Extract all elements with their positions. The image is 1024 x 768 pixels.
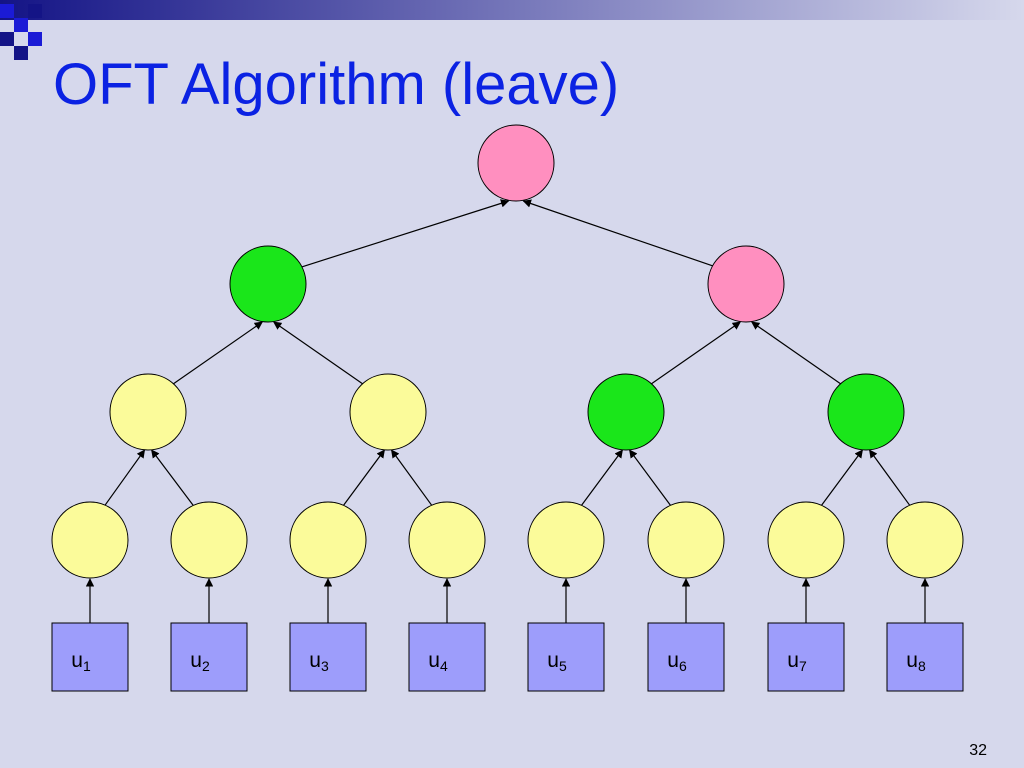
- user-label: u4: [428, 649, 448, 674]
- user-label: u7: [787, 649, 807, 674]
- user-box: [408, 622, 486, 692]
- user-box: [51, 622, 129, 692]
- tree-edge: [522, 199, 716, 268]
- user-box: [886, 622, 964, 692]
- tree-edge: [151, 449, 195, 507]
- user-label: u3: [309, 649, 329, 674]
- tree-node: [767, 501, 845, 579]
- tree-node: [170, 501, 248, 579]
- tree-edge: [820, 449, 863, 507]
- slide-number: 32: [969, 742, 987, 759]
- user-label: u1: [71, 649, 91, 674]
- tree-node: [109, 373, 187, 451]
- tree-node: [647, 501, 725, 579]
- tree-edge: [629, 449, 672, 507]
- user-box: [647, 622, 725, 692]
- tree-node: [229, 245, 307, 323]
- tree-edge: [649, 321, 741, 386]
- tree-edge: [103, 449, 146, 507]
- tree-edge: [171, 321, 263, 386]
- user-label: u5: [547, 649, 567, 674]
- decorative-squares-icon: [0, 4, 42, 60]
- tree-node: [827, 373, 905, 451]
- root-node: [477, 124, 555, 202]
- tree-node: [51, 501, 129, 579]
- tree-edge: [273, 321, 365, 386]
- slide-title: OFT Algorithm (leave): [53, 52, 620, 117]
- user-box: [289, 622, 367, 692]
- user-boxes: u1 u2 u3 u4 u5 u6 u7 u8: [51, 578, 964, 692]
- tree-node: [349, 373, 427, 451]
- user-label: u6: [667, 649, 687, 674]
- user-label: u2: [190, 649, 210, 674]
- user-box: [170, 622, 248, 692]
- tree-node: [408, 501, 486, 579]
- user-box: [767, 622, 845, 692]
- tree-edge: [299, 199, 510, 269]
- tree-edge: [580, 449, 623, 507]
- user-box: [527, 622, 605, 692]
- tree-node: [527, 501, 605, 579]
- tree-edges: [103, 199, 911, 507]
- tree-node: [886, 501, 964, 579]
- header-bar: [0, 0, 1024, 20]
- tree-node: [289, 501, 367, 579]
- tree-node: [587, 373, 665, 451]
- tree-edge: [391, 449, 433, 507]
- tree-node: [707, 245, 785, 323]
- tree-edge: [751, 321, 843, 386]
- tree-edge: [342, 449, 385, 507]
- user-label: u8: [906, 649, 926, 674]
- tree-edge: [869, 449, 911, 507]
- tree-nodes: [51, 124, 964, 579]
